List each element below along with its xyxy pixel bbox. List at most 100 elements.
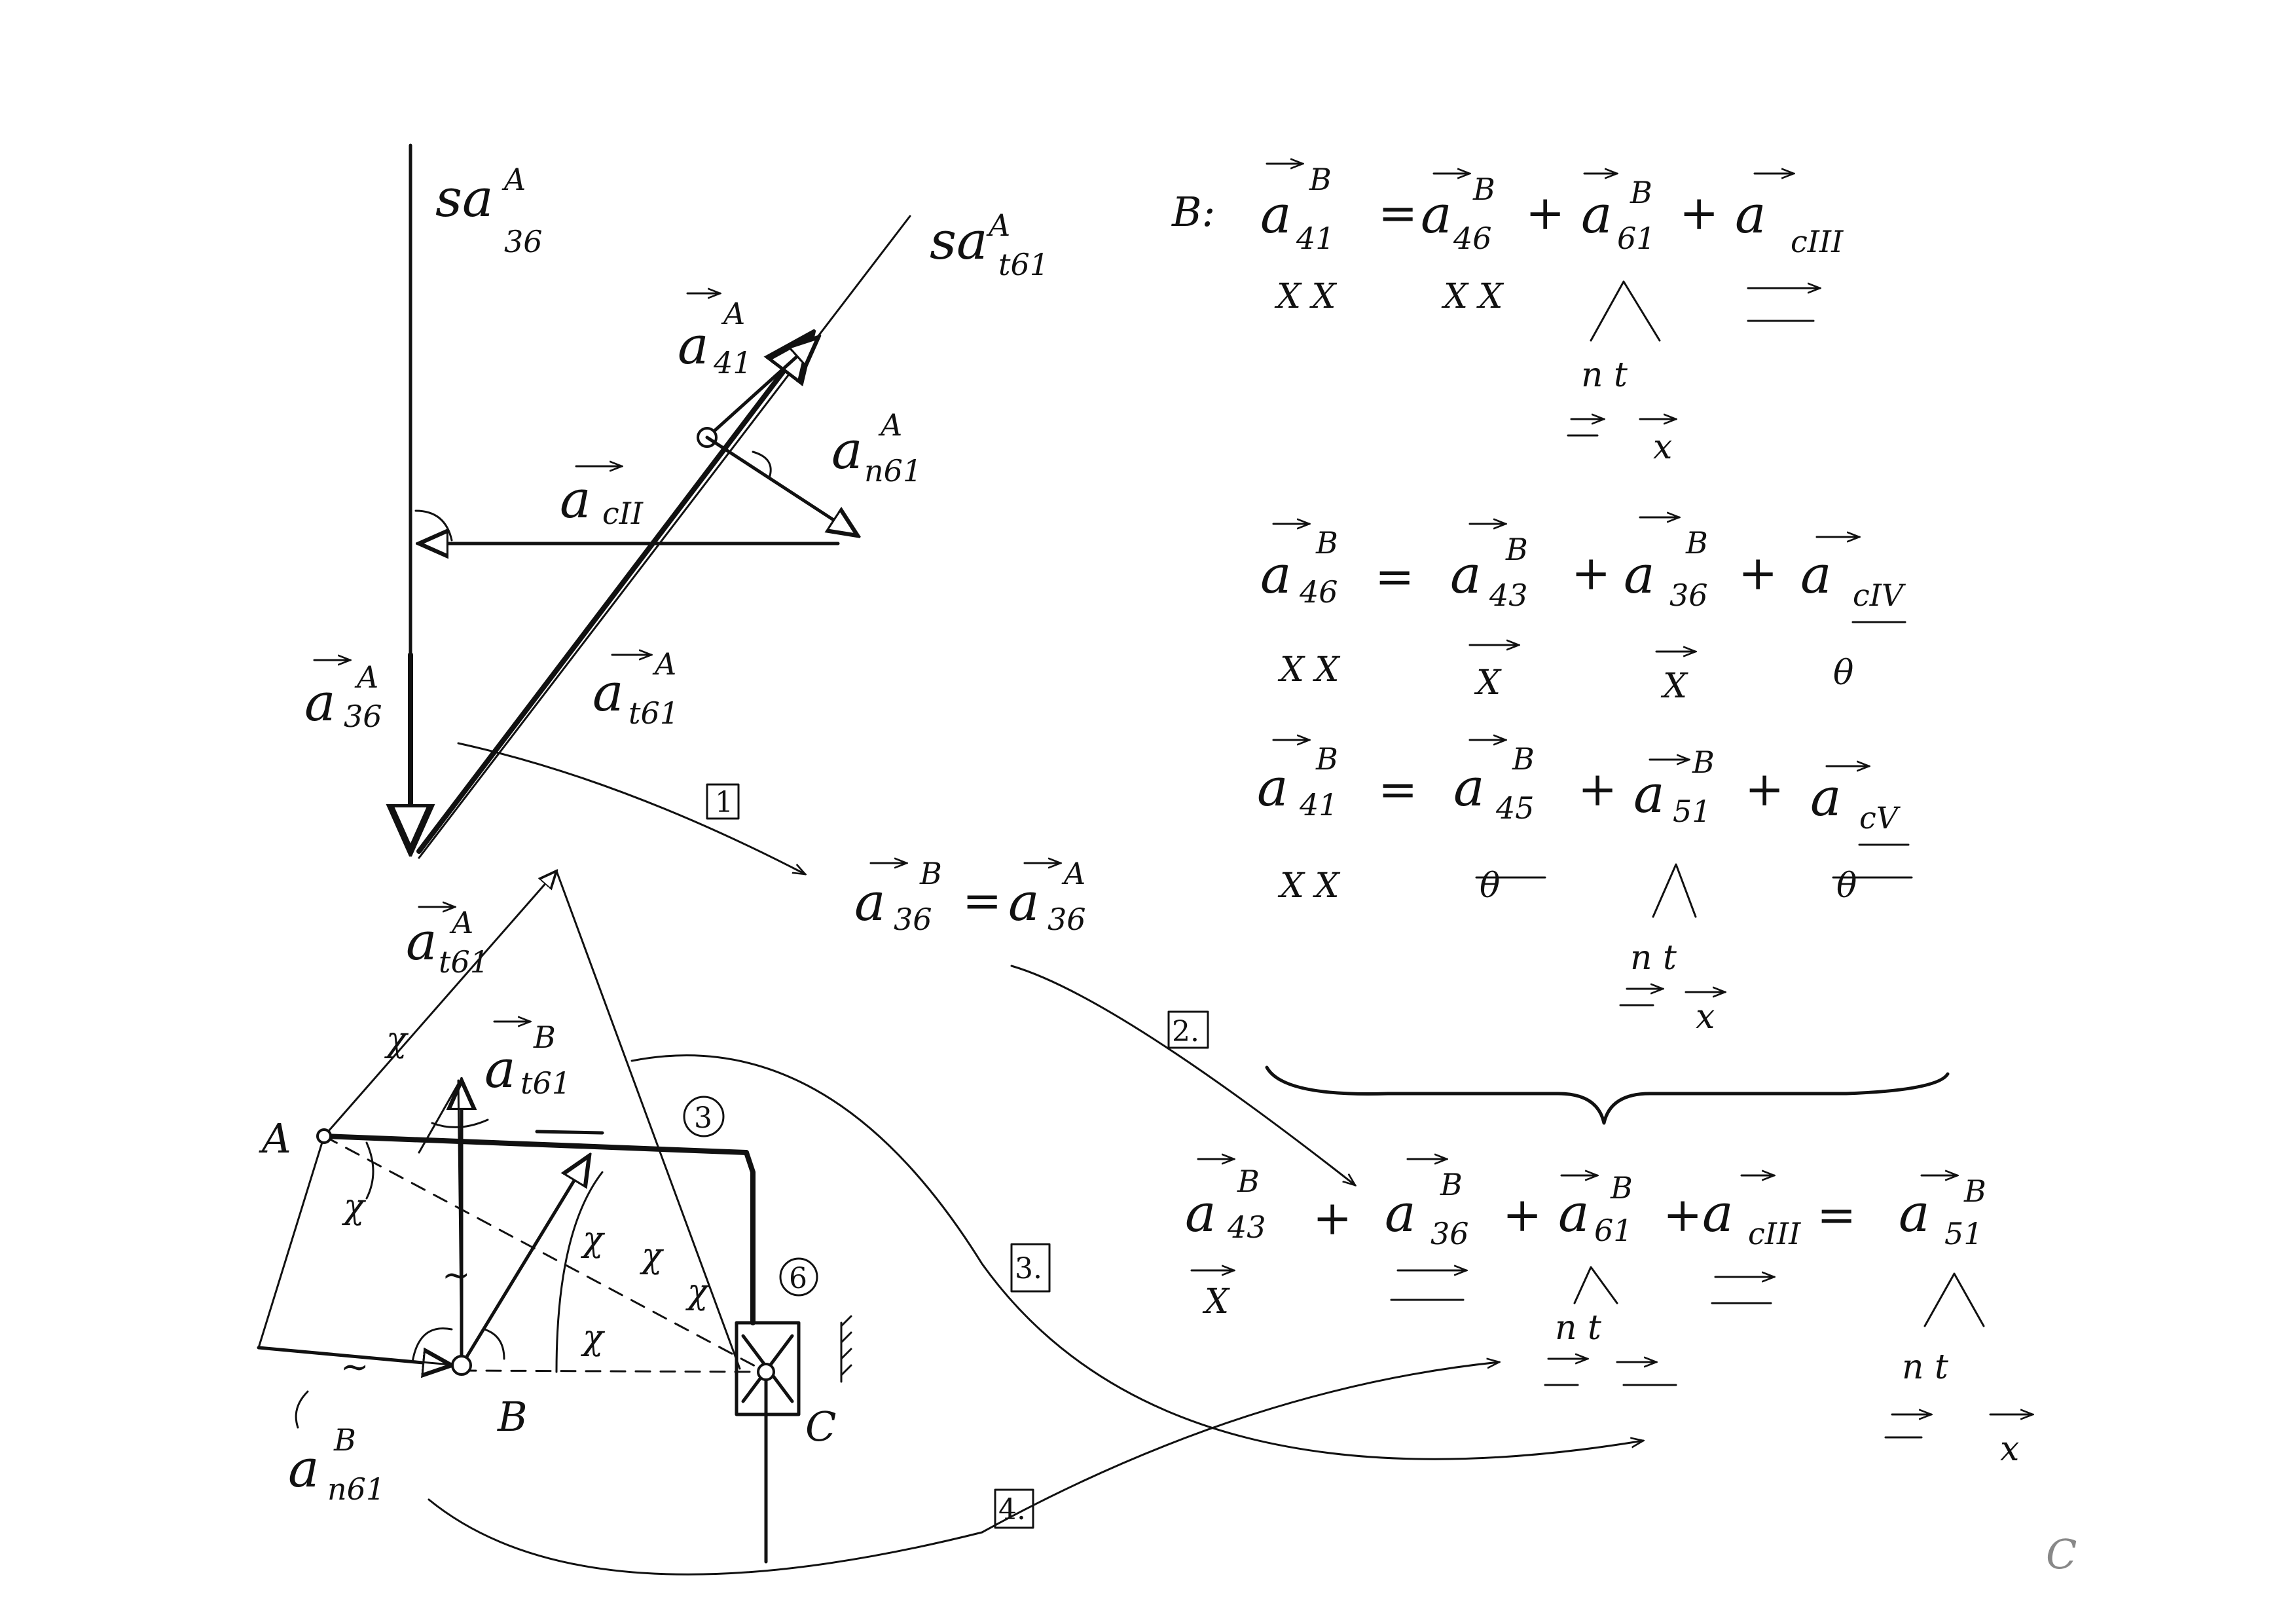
svg-text:χ: χ — [580, 1220, 606, 1259]
svg-text:A: A — [652, 646, 676, 682]
svg-text:=: = — [1378, 185, 1417, 240]
svg-text:36: 36 — [344, 699, 382, 734]
svg-text:51: 51 — [1673, 794, 1711, 829]
svg-text:a: a — [1735, 184, 1766, 245]
svg-text:=: = — [1378, 762, 1417, 817]
svg-text:B: B — [1315, 741, 1338, 777]
svg-text:B: B — [1692, 745, 1715, 780]
svg-text:a: a — [288, 1438, 319, 1499]
svg-text:n t: n t — [1902, 1348, 1948, 1387]
svg-text:a: a — [1800, 544, 1832, 605]
svg-text:a: a — [1581, 184, 1613, 245]
svg-text:+: + — [1679, 185, 1719, 240]
vector-a-t61-top — [416, 334, 812, 854]
label-a36: a A 36 — [304, 659, 382, 734]
svg-text:41: 41 — [1296, 221, 1335, 256]
svg-text:B: B — [333, 1422, 356, 1458]
svg-text:X: X — [1474, 663, 1502, 703]
label-point-C: C — [805, 1403, 836, 1450]
label-a-t61-A: a A t61 — [406, 905, 489, 980]
svg-text:x: x — [2000, 1430, 2019, 1469]
svg-text:a: a — [1453, 757, 1485, 818]
svg-text:cIV: cIV — [1853, 578, 1906, 613]
label-a-t61-top: a A t61 — [592, 646, 679, 731]
svg-text:a: a — [1008, 872, 1040, 932]
svg-text:45: 45 — [1495, 790, 1535, 826]
svg-text:46: 46 — [1453, 221, 1492, 256]
svg-text:a: a — [1185, 1183, 1216, 1244]
svg-text:sa: sa — [435, 168, 494, 229]
svg-text:61: 61 — [1617, 221, 1656, 256]
svg-text:θ: θ — [1836, 866, 1857, 906]
svg-text:X X: X X — [1274, 277, 1338, 316]
svg-text:cIII: cIII — [1791, 224, 1844, 259]
svg-text:36: 36 — [1048, 902, 1086, 937]
svg-text:χ: χ — [639, 1236, 665, 1276]
label-s-a36: sa A 36 — [435, 162, 543, 259]
svg-text:+: + — [1313, 1190, 1352, 1246]
svg-text:cV: cV — [1859, 800, 1901, 836]
svg-text:a: a — [304, 672, 336, 733]
transfer-equation: a B 36 = a A 36 — [854, 856, 1086, 937]
equation-3: a B 41 = a B 45 + a B 51 + a cV X X θ n … — [1257, 740, 1913, 1037]
svg-text:a: a — [1702, 1183, 1734, 1244]
joint-B — [451, 1355, 472, 1376]
svg-text:2.: 2. — [1172, 1015, 1199, 1048]
svg-text:B: B — [919, 856, 942, 891]
svg-text:B: B — [1512, 741, 1535, 777]
label-a-n61: a A n61 — [831, 407, 922, 489]
svg-text:a: a — [1260, 544, 1292, 605]
svg-text:A: A — [501, 162, 526, 197]
svg-text:a: a — [1260, 184, 1292, 245]
step-1: 1 — [457, 742, 805, 874]
svg-text:cII: cII — [602, 496, 644, 531]
svg-text:t61: t61 — [629, 695, 679, 731]
svg-text:n t: n t — [1555, 1308, 1601, 1348]
svg-text:B: B — [1505, 532, 1528, 567]
label-a-t61-B: a B t61 — [484, 1020, 571, 1101]
svg-text:a: a — [854, 872, 886, 932]
svg-text:X X: X X — [1277, 866, 1341, 906]
svg-text:=: = — [1817, 1187, 1856, 1242]
svg-text:3: 3 — [694, 1101, 712, 1135]
svg-text:n61: n61 — [864, 453, 922, 489]
svg-text:a: a — [1257, 757, 1288, 818]
svg-text:χ: χ — [384, 1020, 409, 1060]
svg-text:χ: χ — [580, 1318, 606, 1357]
svg-text:+: + — [1525, 185, 1565, 240]
svg-text:a: a — [1450, 544, 1482, 605]
svg-text:+: + — [1745, 762, 1784, 817]
svg-text:χ: χ — [341, 1187, 367, 1227]
svg-text:61: 61 — [1594, 1213, 1633, 1248]
svg-text:θ: θ — [1833, 654, 1853, 693]
svg-text:+: + — [1578, 762, 1617, 817]
svg-text:~: ~ — [340, 1348, 369, 1387]
svg-text:a: a — [560, 469, 591, 530]
svg-text:B: B — [1440, 1167, 1463, 1202]
svg-text:36: 36 — [1669, 578, 1708, 613]
svg-text:X: X — [1202, 1282, 1230, 1321]
svg-text:x: x — [1696, 997, 1715, 1037]
svg-text:+: + — [1663, 1187, 1702, 1242]
svg-text:~: ~ — [442, 1256, 471, 1295]
svg-text:B: B — [533, 1020, 556, 1055]
svg-text:sa: sa — [930, 210, 988, 271]
svg-text:n t: n t — [1581, 356, 1628, 395]
svg-text:B:: B: — [1171, 188, 1215, 236]
svg-text:6: 6 — [789, 1262, 807, 1295]
svg-text:41: 41 — [713, 345, 752, 380]
svg-text:a: a — [1810, 767, 1842, 828]
equation-2: a B 46 = a B 43 + a B 36 + a cIV X X X X… — [1260, 517, 1906, 706]
label-a41: a A 41 — [678, 293, 752, 380]
svg-text:a: a — [1899, 1183, 1930, 1244]
svg-text:B: B — [1472, 172, 1495, 207]
label-point-B: B — [497, 1393, 528, 1441]
label-acII: a cII — [560, 466, 644, 531]
equation-4: a B 43 + a B 36 + a B 61 + a cIII = a B … — [1185, 1159, 2033, 1469]
svg-text:+: + — [1738, 545, 1777, 600]
line-s-at61 — [418, 215, 911, 859]
label-s-at61: sa A t61 — [930, 208, 1049, 282]
svg-text:B: B — [1315, 525, 1338, 561]
svg-text:B: B — [1309, 162, 1332, 197]
connector-2: 2. — [1010, 965, 1355, 1185]
